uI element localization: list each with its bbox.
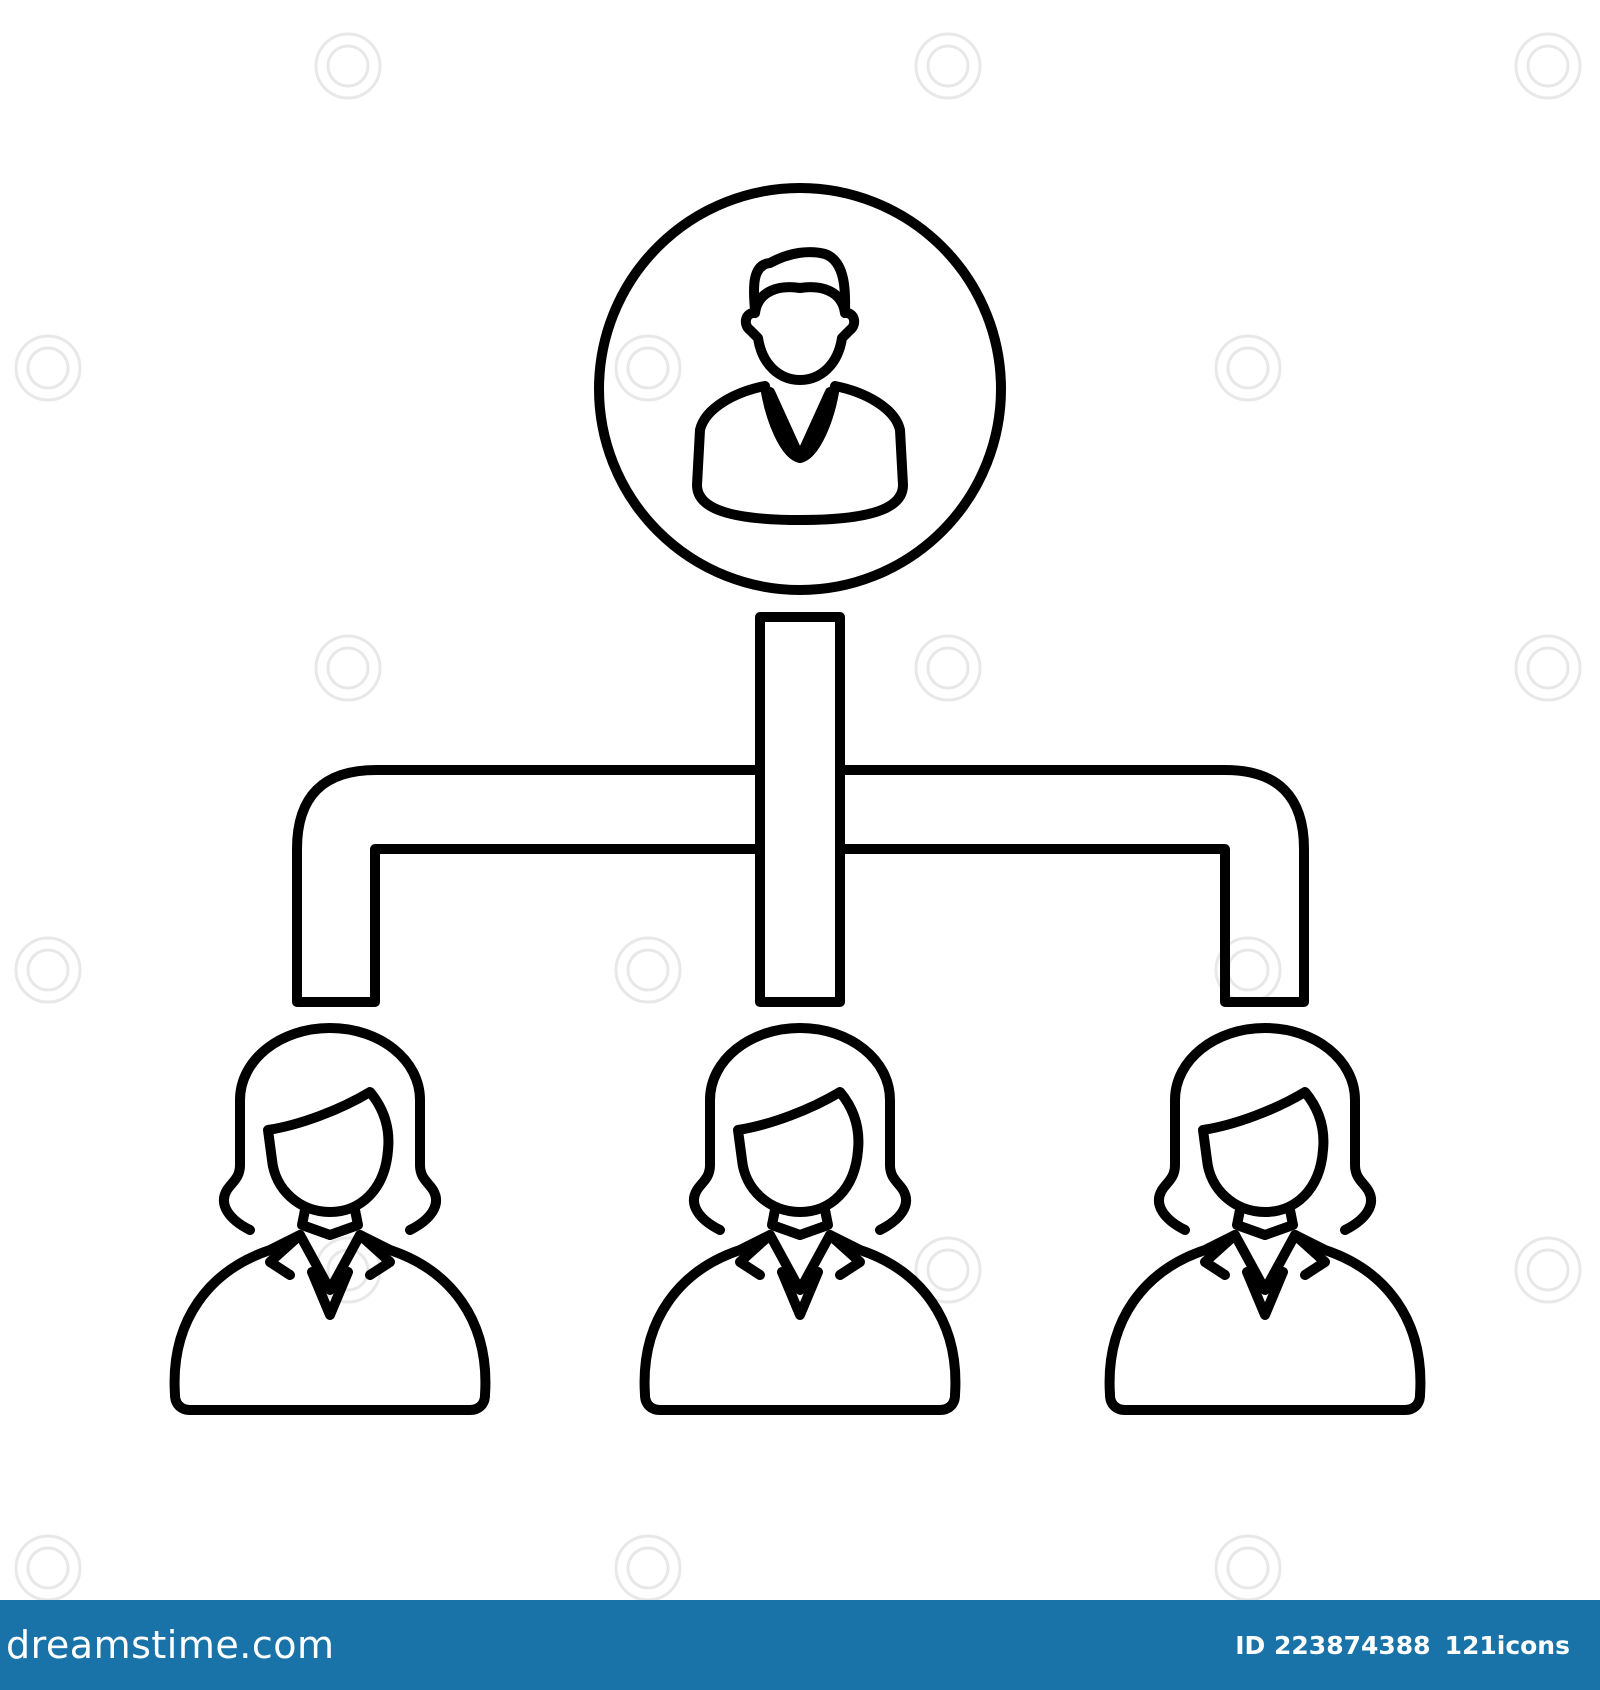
male-user-collar xyxy=(765,387,835,463)
male-user-hairline xyxy=(750,282,850,318)
top-node-circle xyxy=(594,183,1006,595)
female-user-neck xyxy=(767,1205,833,1240)
footer-bar: dreamstime.com ID 223874388 121icons xyxy=(0,1600,1600,1690)
top-node xyxy=(594,183,1006,595)
female-user-collar xyxy=(735,1230,865,1320)
female-user-collar xyxy=(265,1230,395,1320)
author-credit[interactable]: 121icons xyxy=(1444,1631,1570,1660)
female-user-neck xyxy=(1232,1205,1298,1240)
female-user-face xyxy=(733,1087,864,1217)
female-user-body xyxy=(169,1230,491,1415)
female-user-hair xyxy=(219,1023,441,1235)
female-user-body xyxy=(639,1230,961,1415)
female-user-body xyxy=(1104,1230,1426,1415)
child-node-center xyxy=(639,1023,961,1415)
female-user-hair xyxy=(1154,1023,1376,1235)
female-user-hair xyxy=(689,1023,911,1235)
female-user-icon xyxy=(639,1023,961,1415)
child-node-left xyxy=(169,1023,491,1415)
female-user-collar xyxy=(1200,1230,1330,1320)
female-user-icon xyxy=(1104,1023,1426,1415)
female-user-face xyxy=(263,1087,394,1217)
female-user-face xyxy=(1198,1087,1329,1217)
female-user-icon xyxy=(169,1023,491,1415)
image-id-label: ID 223874388 xyxy=(1235,1631,1431,1660)
male-user-head xyxy=(740,247,860,385)
org-chart-icon xyxy=(169,183,1426,1415)
child-node-right xyxy=(1104,1023,1426,1415)
org-connector-outline xyxy=(292,612,1309,1007)
female-user-neck xyxy=(297,1205,363,1240)
footer-meta: ID 223874388 121icons xyxy=(1235,1626,1570,1666)
male-user-icon xyxy=(692,247,908,525)
footer-logo[interactable]: dreamstime.com xyxy=(6,1623,335,1667)
